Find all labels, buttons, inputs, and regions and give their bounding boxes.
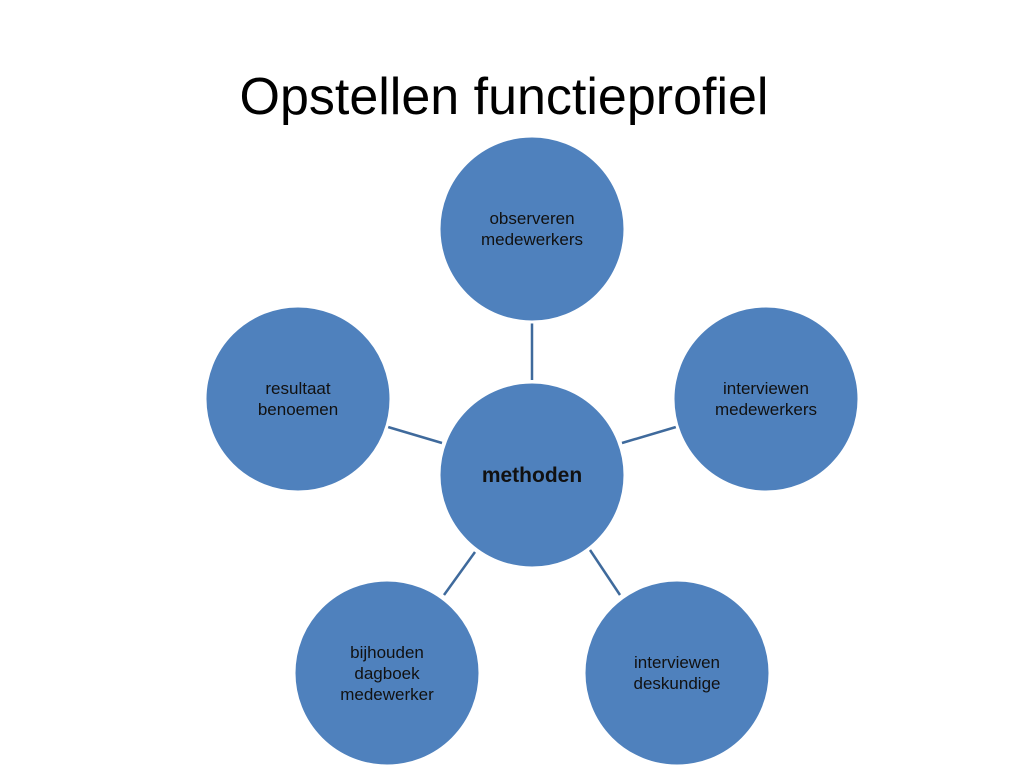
connector-bijhouden-dagboek (442, 551, 477, 596)
node-circle-bijhouden-dagboek (292, 578, 482, 768)
connector-interviewen-deskundige (588, 549, 622, 596)
node-circle-interviewen-medewerkers (671, 304, 861, 494)
slide-title: Opstellen functieprofiel (239, 68, 769, 126)
node-circle-resultaat-benoemen (203, 304, 393, 494)
center-circle (437, 380, 627, 570)
node-circle-interviewen-deskundige (582, 578, 772, 768)
node-circle-observeren (437, 134, 627, 324)
connector-interviewen-medewerkers (621, 425, 677, 445)
connector-resultaat-benoemen (387, 425, 443, 445)
